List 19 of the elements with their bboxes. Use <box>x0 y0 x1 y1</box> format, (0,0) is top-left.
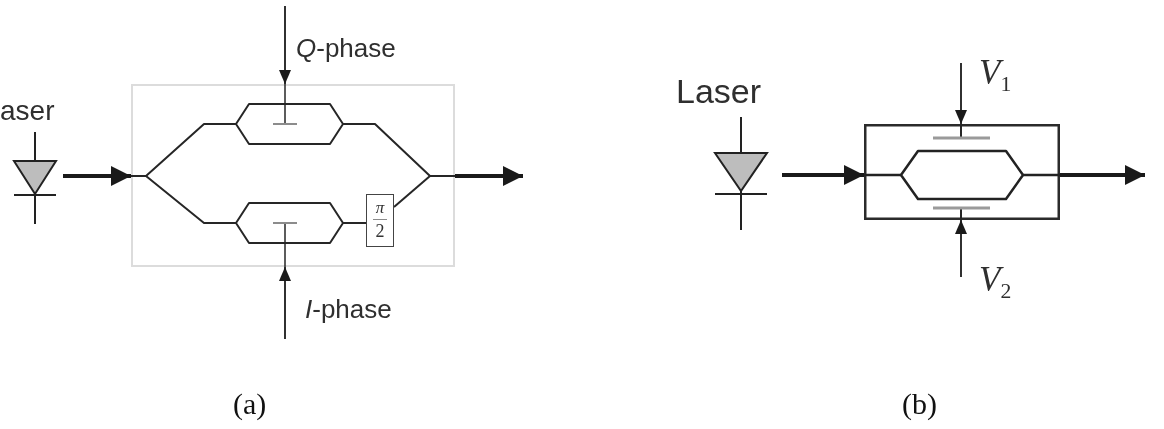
arrow <box>782 165 864 185</box>
arrow <box>279 5 291 85</box>
modulator-box <box>131 84 455 267</box>
modulator-box <box>864 124 1060 220</box>
arrow <box>279 266 291 340</box>
subfigure-label: (b) <box>902 389 937 419</box>
laser-label: aser <box>0 97 55 125</box>
fraction-numerator: π <box>372 199 388 220</box>
fraction-denominator: 2 <box>375 219 385 242</box>
arrow <box>455 166 523 186</box>
phase-shifter-box <box>366 194 394 247</box>
edge-label: Q-phase <box>294 35 398 61</box>
arrow <box>1060 165 1145 185</box>
subfigure-label: (a) <box>233 389 267 419</box>
arrow <box>955 219 967 278</box>
arrow <box>63 166 131 186</box>
arrow <box>955 62 967 125</box>
edge-label: I-phase <box>303 296 394 322</box>
laser-label: Laser <box>676 74 762 108</box>
